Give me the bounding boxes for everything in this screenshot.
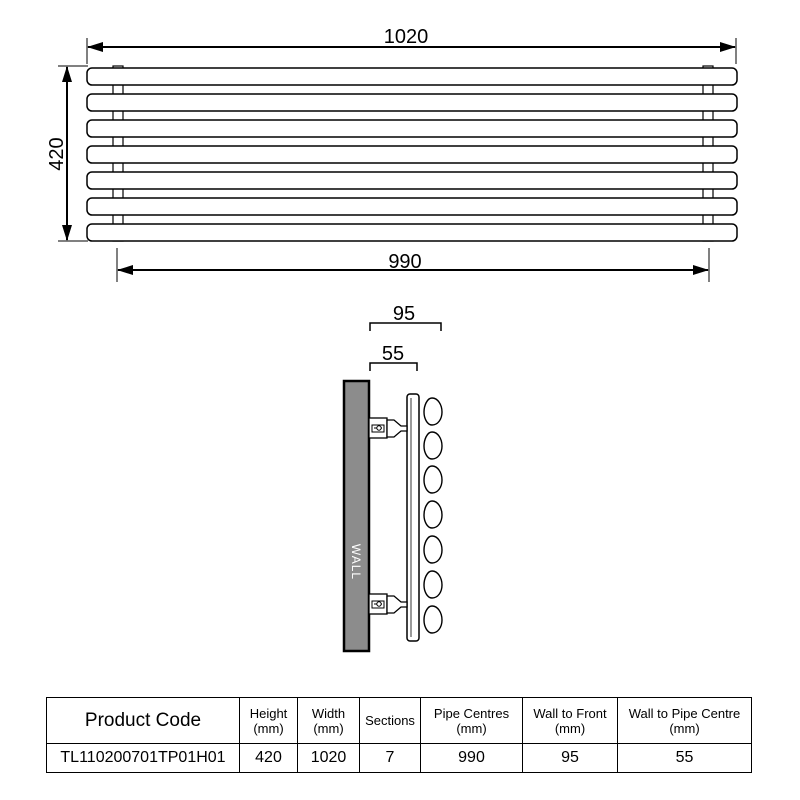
pipe-centres-label: 990 <box>388 251 421 273</box>
wall-to-pipe-dimension: 55 <box>369 343 418 371</box>
tube-profile <box>423 535 443 564</box>
cell-wall-to-front: 95 <box>522 743 618 773</box>
radiator-tubes <box>86 67 738 242</box>
pipe-centres-dimension: 990 <box>116 248 710 282</box>
side-view: 95 55 WALL <box>342 303 443 653</box>
tube <box>86 197 738 216</box>
tube <box>86 93 738 112</box>
front-view: 1020 420 <box>46 26 738 282</box>
cell-wall-to-pipe-centre: 55 <box>617 743 752 773</box>
header-height: Height(mm) <box>239 697 298 744</box>
tube-profiles <box>423 397 443 634</box>
height-dimension: 420 <box>46 65 88 242</box>
cell-width: 1020 <box>297 743 360 773</box>
tube-profile <box>423 605 443 634</box>
table-row: TL110200701TP01H01 420 1020 7 990 95 55 <box>46 743 752 773</box>
width-dimension: 1020 <box>86 26 737 64</box>
tube-profile <box>423 570 443 599</box>
tube-profile <box>423 431 443 460</box>
wall-to-pipe-label: 55 <box>382 343 404 365</box>
header-wall-to-front: Wall to Front(mm) <box>522 697 618 744</box>
side-manifold <box>406 393 420 642</box>
tube-profile <box>423 397 443 426</box>
cell-pipe-centres: 990 <box>420 743 523 773</box>
bottom-bracket <box>368 593 408 615</box>
wall-to-front-label: 95 <box>393 303 415 325</box>
tube <box>86 223 738 242</box>
tube <box>86 171 738 190</box>
header-product-code: Product Code <box>46 697 240 744</box>
technical-drawing: 1020 420 <box>46 26 738 653</box>
wall: WALL <box>342 379 371 653</box>
wall-label: WALL <box>349 544 363 580</box>
header-width: Width(mm) <box>297 697 360 744</box>
top-bracket <box>368 417 408 439</box>
tube-profile <box>423 500 443 529</box>
wall-to-front-dimension: 95 <box>369 303 442 331</box>
width-label: 1020 <box>384 26 429 48</box>
tube <box>86 145 738 164</box>
tube <box>86 67 738 86</box>
header-sections: Sections <box>359 697 421 744</box>
table-header-row: Product Code Height(mm) Width(mm) Sectio… <box>46 697 752 744</box>
cell-product-code: TL110200701TP01H01 <box>46 743 240 773</box>
tube-profile <box>423 465 443 494</box>
cell-sections: 7 <box>359 743 421 773</box>
header-pipe-centres: Pipe Centres(mm) <box>420 697 523 744</box>
cell-height: 420 <box>239 743 298 773</box>
header-wall-to-pipe-centre: Wall to Pipe Centre(mm) <box>617 697 752 744</box>
tube <box>86 119 738 138</box>
spec-table: Product Code Height(mm) Width(mm) Sectio… <box>46 697 752 773</box>
height-label: 420 <box>46 137 68 170</box>
